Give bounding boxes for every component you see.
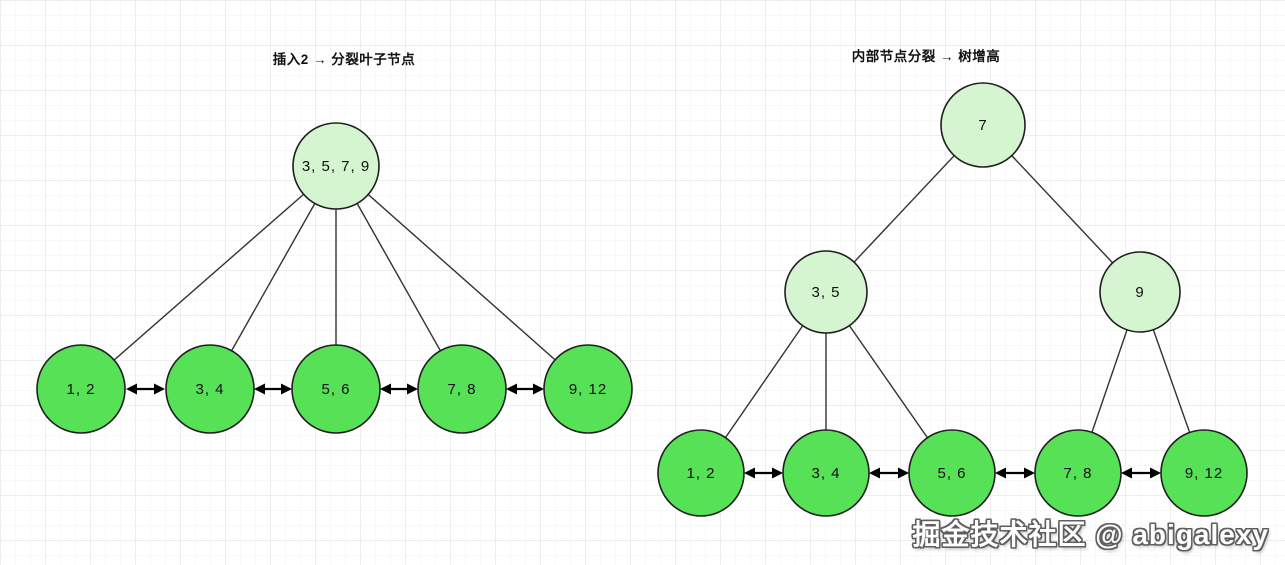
right-root-circle (940, 82, 1026, 168)
right-tree: 7 3, 5 9 1, 2 3, 4 5, 6 (657, 82, 1248, 517)
right-leaf3-label: 5, 6 (937, 465, 966, 482)
left-root-circle (292, 122, 380, 210)
right-root-label: 7 (978, 117, 987, 134)
right-tree-title: 内部节点分裂 → 树增高 (851, 49, 1001, 64)
watermark: 掘金技术社区 @ abigalexy (912, 519, 1269, 550)
left-leaf1-circle (36, 344, 126, 434)
left-edge-root-leaf5 (335, 165, 589, 390)
right-leaf-node: 3, 4 (782, 429, 870, 517)
left-leaf5-label: 9, 12 (569, 381, 607, 398)
left-leaf-node: 9, 12 (543, 344, 633, 434)
right-internal2-label: 9 (1135, 284, 1144, 301)
left-leaf4-label: 7, 8 (447, 381, 476, 398)
right-internal1-circle (784, 250, 868, 334)
right-leaf5-label: 9, 12 (1185, 465, 1223, 482)
left-edge-root-leaf1 (80, 165, 337, 390)
left-leaf-link-arrow (254, 383, 292, 395)
right-internal2-circle (1099, 251, 1181, 333)
left-leaf2-label: 3, 4 (195, 381, 224, 398)
left-leaf3-label: 5, 6 (321, 381, 350, 398)
left-leaf-node: 5, 6 (291, 344, 381, 434)
right-leaf-link-arrow (995, 467, 1035, 479)
right-leaf-link-arrow (1121, 467, 1161, 479)
left-tree-title: 插入2 → 分裂叶子节点 (272, 52, 416, 67)
left-leaf-link-arrow (126, 383, 165, 395)
right-leaf-node: 5, 6 (908, 429, 996, 517)
left-tree: 3, 5, 7, 9 1, 2 3, 4 5, 6 7, 8 9, 12 (36, 122, 633, 434)
right-root-node: 7 (940, 82, 1026, 168)
left-leaf-node: 1, 2 (36, 344, 126, 434)
right-leaf-link-arrow (744, 467, 783, 479)
right-leaf-node: 9, 12 (1160, 429, 1248, 517)
right-leaf4-label: 7, 8 (1063, 465, 1092, 482)
right-internal-node: 9 (1099, 251, 1181, 333)
left-leaf1-label: 1, 2 (66, 381, 95, 398)
right-leaf-node: 7, 8 (1034, 429, 1122, 517)
left-leaf-node: 3, 4 (165, 344, 255, 434)
right-leaf2-label: 3, 4 (811, 465, 840, 482)
left-root-label: 3, 5, 7, 9 (302, 158, 370, 175)
right-leaf-node: 1, 2 (657, 429, 745, 517)
left-leaf-link-arrow (506, 383, 544, 395)
right-internal-node: 3, 5 (784, 250, 868, 334)
right-internal1-label: 3, 5 (811, 284, 840, 301)
left-leaf-node: 7, 8 (417, 344, 507, 434)
right-leaf-link-arrow (869, 467, 909, 479)
left-root-node: 3, 5, 7, 9 (292, 122, 380, 210)
right-leaf1-label: 1, 2 (686, 465, 715, 482)
left-leaf-link-arrow (380, 383, 418, 395)
